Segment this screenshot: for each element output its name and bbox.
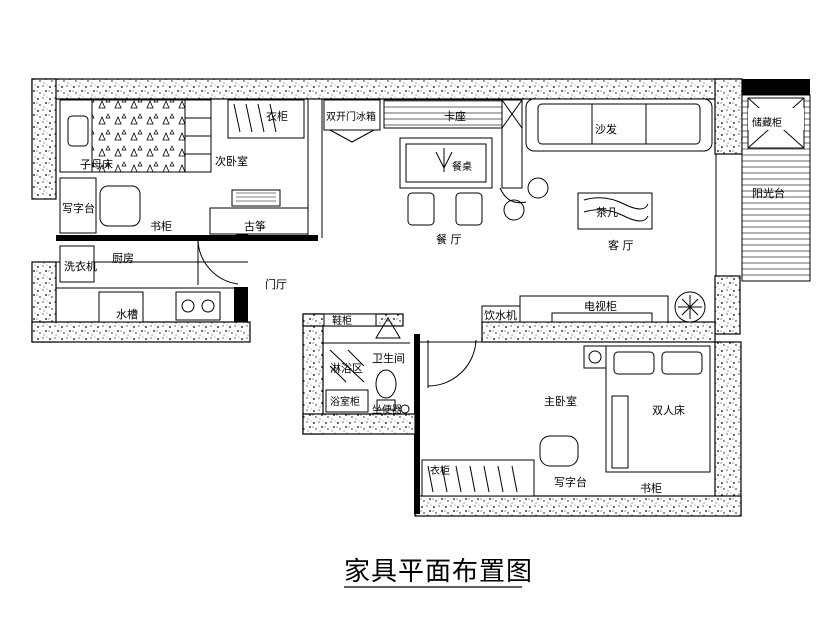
label-water-dispenser: 饮水机 [484, 308, 517, 322]
label-bunk-bed: 子母床 [80, 157, 113, 171]
label-wardrobe-left: 衣柜 [266, 109, 288, 123]
room-kitchen: 厨房 [112, 252, 134, 265]
label-sofa: 沙发 [595, 122, 617, 136]
room-shower-area: 淋浴区 [330, 362, 363, 375]
label-tv-cabinet: 电视柜 [584, 299, 617, 313]
room-secondary-bedroom: 次卧室 [215, 154, 248, 168]
label-bookcase-right: 书柜 [640, 482, 662, 495]
room-labels: 次卧室 厨房 门厅 餐 厅 客 厅 卫生间 主卧室 阳光台 淋浴区 [112, 154, 785, 408]
balcony [715, 79, 811, 282]
label-bookcase-left: 书柜 [150, 220, 172, 233]
label-storage-cabinet: 储藏柜 [752, 116, 782, 129]
furniture-labels: 子母床 衣柜 写字台 书柜 古筝 洗衣机 水槽 双开门冰箱 卡座 餐桌 沙发 储… [62, 109, 782, 495]
room-master-bedroom: 主卧室 [544, 394, 577, 408]
label-dining-table: 餐桌 [452, 160, 472, 173]
tv-cabinet [481, 291, 706, 323]
bunk-bed [59, 99, 186, 173]
room-balcony: 阳光台 [752, 186, 785, 200]
guzheng [209, 189, 309, 235]
walls [31, 78, 743, 517]
room-foyer: 门厅 [265, 277, 287, 291]
wardrobe-right [421, 435, 579, 497]
booth [383, 99, 523, 189]
room-living: 客 厅 [608, 238, 634, 252]
label-fridge: 双开门冰箱 [326, 110, 376, 123]
label-guzheng: 古筝 [244, 219, 266, 233]
kitchen-fixtures [59, 245, 221, 323]
double-bed [583, 345, 711, 473]
bathroom-fixtures [323, 313, 410, 414]
room-bathroom: 卫生间 [372, 351, 405, 365]
sofa [525, 98, 713, 152]
label-washing-machine: 洗衣机 [64, 259, 97, 273]
wardrobe-left [184, 99, 305, 173]
label-double-bed: 双人床 [652, 403, 685, 417]
label-sink: 水槽 [116, 308, 138, 321]
fridge [323, 99, 381, 143]
room-dining: 餐 厅 [436, 232, 462, 246]
dining-table [399, 137, 549, 226]
label-tea-table: 茶几 [596, 206, 618, 219]
desk-chair-left [59, 177, 141, 234]
label-toilet: 坐便器 [372, 403, 402, 416]
label-bath-cabinet: 浴室柜 [330, 395, 360, 408]
label-booth: 卡座 [444, 109, 466, 123]
tea-table [577, 192, 653, 230]
label-desk-right: 写字台 [554, 475, 587, 489]
label-desk-left: 写字台 [62, 201, 95, 215]
plan-title: 家具平面布置图 [344, 557, 533, 587]
label-wardrobe-right: 衣柜 [430, 464, 450, 477]
label-shoe-cabinet: 鞋柜 [332, 314, 352, 327]
